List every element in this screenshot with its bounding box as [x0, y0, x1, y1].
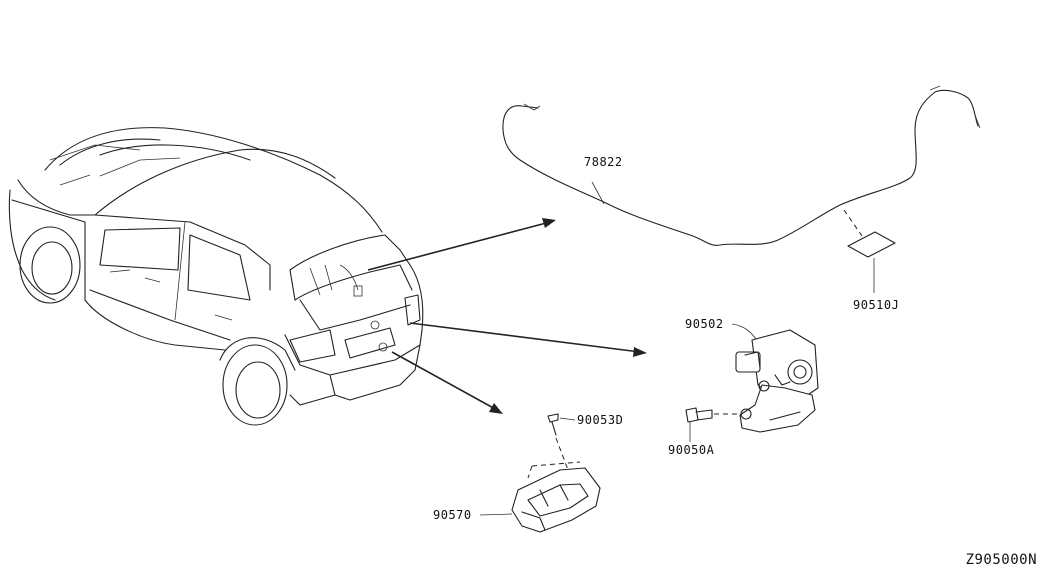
harness-78822 — [502, 85, 981, 246]
label-sticker-90510J — [843, 209, 896, 293]
bolt-90050A — [685, 407, 740, 442]
label-78822: 78822 — [584, 155, 623, 169]
label-90053D: 90053D — [577, 413, 624, 427]
label-90502: 90502 — [685, 317, 724, 331]
callout-arrows — [367, 218, 647, 414]
label-90510J: 90510J — [853, 298, 900, 312]
cover-90570 — [479, 461, 601, 533]
label-90050A: 90050A — [668, 443, 715, 457]
lock-assembly-90502 — [731, 323, 819, 433]
vehicle-rear-view — [8, 127, 424, 426]
diagram-code: Z905000N — [965, 552, 1037, 568]
screw-90053D — [547, 413, 576, 471]
label-90570: 90570 — [433, 508, 472, 522]
